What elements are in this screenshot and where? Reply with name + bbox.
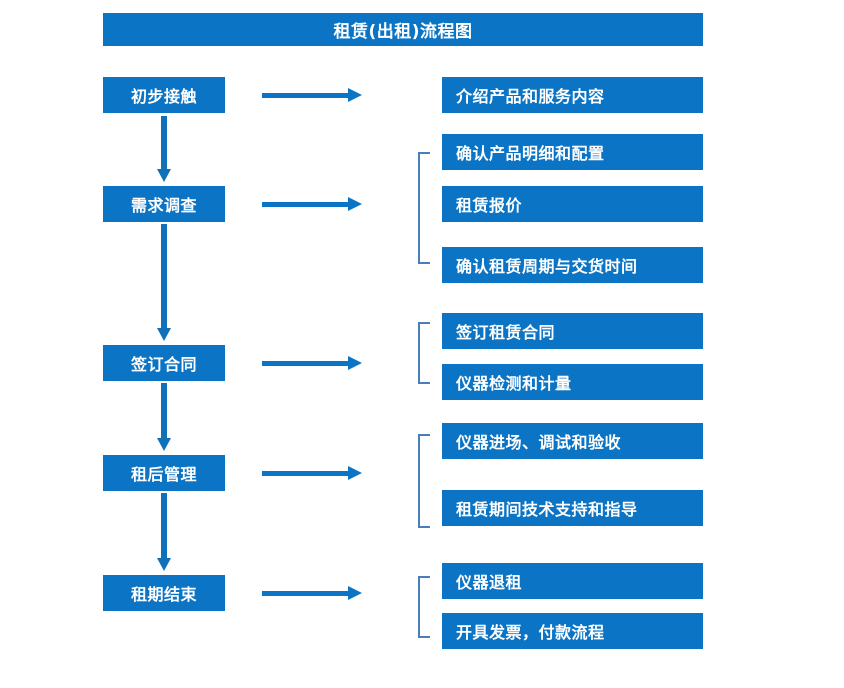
detail-box-6[interactable]: 仪器检测和计量: [442, 364, 703, 400]
detail-box-7[interactable]: 仪器进场、调试和验收: [442, 423, 703, 459]
stage-box-3[interactable]: 签订合同: [103, 345, 225, 381]
group-bracket-4: [418, 576, 430, 638]
arrow-shaft: [262, 361, 350, 366]
horizontal-arrow-4: [262, 466, 362, 480]
group-bracket-3: [418, 434, 430, 528]
arrow-head-down-icon: [157, 328, 171, 341]
vertical-arrow-3: [157, 383, 171, 451]
diagram-title: 租赁(出租)流程图: [103, 13, 703, 46]
stage-box-4[interactable]: 租后管理: [103, 455, 225, 491]
detail-box-4[interactable]: 确认租赁周期与交货时间: [442, 247, 703, 283]
vertical-arrow-4: [157, 493, 171, 571]
group-bracket-2: [418, 322, 430, 384]
arrow-shaft: [161, 383, 167, 439]
arrow-head-right-icon: [348, 586, 362, 600]
arrow-shaft: [262, 202, 350, 207]
arrow-head-right-icon: [348, 356, 362, 370]
arrow-shaft: [262, 591, 350, 596]
detail-box-3[interactable]: 租赁报价: [442, 186, 703, 222]
arrow-head-right-icon: [348, 197, 362, 211]
detail-box-9[interactable]: 仪器退租: [442, 563, 703, 599]
arrow-shaft: [161, 224, 167, 329]
detail-box-5[interactable]: 签订租赁合同: [442, 313, 703, 349]
detail-box-1[interactable]: 介绍产品和服务内容: [442, 77, 703, 113]
arrow-shaft: [262, 471, 350, 476]
detail-box-2[interactable]: 确认产品明细和配置: [442, 134, 703, 170]
group-bracket-1: [418, 152, 430, 264]
arrow-head-right-icon: [348, 88, 362, 102]
vertical-arrow-2: [157, 224, 171, 341]
detail-box-8[interactable]: 租赁期间技术支持和指导: [442, 490, 703, 526]
arrow-head-down-icon: [157, 169, 171, 182]
arrow-head-down-icon: [157, 438, 171, 451]
arrow-shaft: [161, 493, 167, 559]
stage-box-5[interactable]: 租期结束: [103, 575, 225, 611]
stage-box-2[interactable]: 需求调查: [103, 186, 225, 222]
horizontal-arrow-2: [262, 197, 362, 211]
horizontal-arrow-5: [262, 586, 362, 600]
vertical-arrow-1: [157, 116, 171, 182]
arrow-shaft: [161, 116, 167, 170]
arrow-shaft: [262, 93, 350, 98]
stage-box-1[interactable]: 初步接触: [103, 77, 225, 113]
arrow-head-down-icon: [157, 558, 171, 571]
detail-box-10[interactable]: 开具发票，付款流程: [442, 613, 703, 649]
horizontal-arrow-1: [262, 88, 362, 102]
arrow-head-right-icon: [348, 466, 362, 480]
horizontal-arrow-3: [262, 356, 362, 370]
